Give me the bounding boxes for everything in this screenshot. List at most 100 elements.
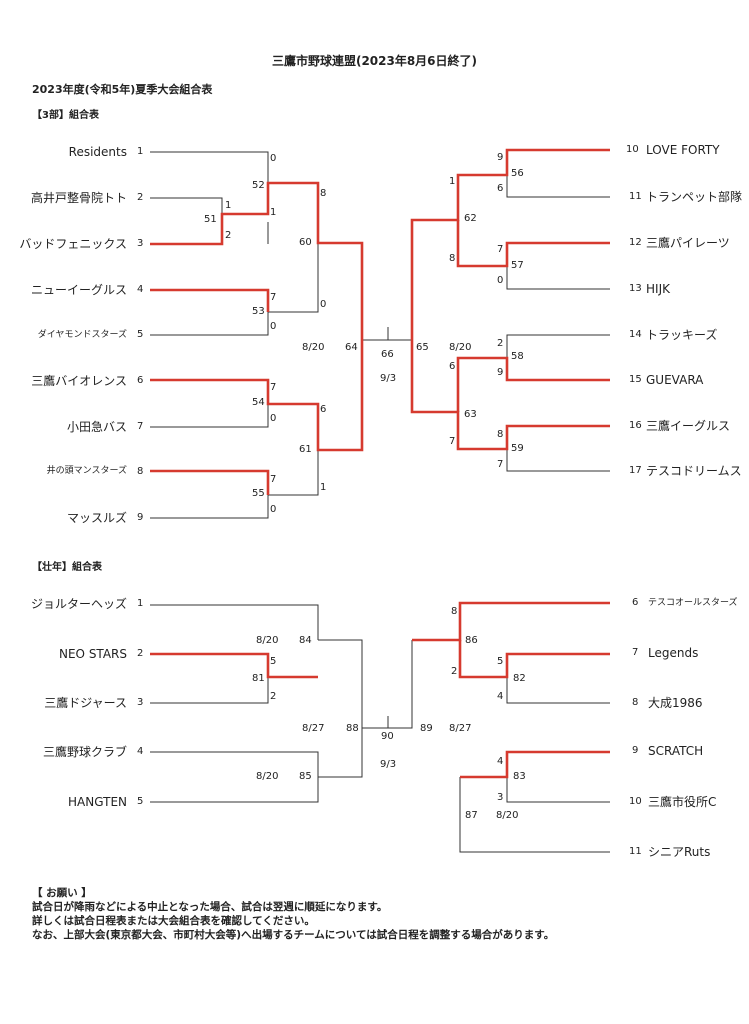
team-name: Residents xyxy=(68,145,127,159)
score: 9 xyxy=(497,152,504,163)
game-number: 51 xyxy=(204,214,217,225)
score: 4 xyxy=(497,756,504,767)
score: 6 xyxy=(497,183,504,194)
team-seed: 3 xyxy=(137,697,144,708)
page-title: 三鷹市野球連盟(2023年8月6日終了) xyxy=(271,54,478,68)
team-name: ダイヤモンドスターズ xyxy=(37,330,127,340)
team-seed: 10 xyxy=(629,796,642,807)
score: 0 xyxy=(270,504,277,515)
team-seed: 6 xyxy=(137,375,144,386)
team-name: ジョルターヘッズ xyxy=(30,597,127,611)
team-name: 三鷹市役所C xyxy=(648,795,717,809)
score: 2 xyxy=(451,666,458,677)
score: 9 xyxy=(497,367,504,378)
team-seed: 4 xyxy=(137,284,144,295)
game-number: 63 xyxy=(464,409,477,420)
score: 6 xyxy=(449,361,456,372)
score: 7 xyxy=(497,459,504,470)
game-number: 89 xyxy=(420,723,433,734)
team-seed: 13 xyxy=(629,283,642,294)
game-number: 56 xyxy=(511,168,524,179)
game-number: 82 xyxy=(513,673,526,684)
team-seed: 5 xyxy=(137,329,144,340)
team-name: GUEVARA xyxy=(646,373,704,387)
score: 7 xyxy=(497,244,504,255)
final-game-number: 90 xyxy=(381,731,394,742)
score: 6 xyxy=(320,404,327,415)
score: 4 xyxy=(497,691,504,702)
team-name: シニアRuts xyxy=(648,845,711,859)
team-seed: 10 xyxy=(626,144,639,155)
team-seed: 7 xyxy=(137,421,144,432)
score: 3 xyxy=(497,792,504,803)
game-number: 85 xyxy=(299,771,312,782)
masters-heading: 【壮年】組合表 xyxy=(32,562,102,573)
team-name: SCRATCH xyxy=(648,744,704,758)
team-seed: 3 xyxy=(137,238,144,249)
notes-line: 詳しくは試合日程表または大会組合表を確認してください。 xyxy=(32,915,315,927)
team-seed: 12 xyxy=(629,237,642,248)
team-name: 小田急バス xyxy=(66,420,127,434)
team-name: 三鷹野球クラブ xyxy=(42,745,127,759)
team-name: ニューイーグルス xyxy=(30,283,127,297)
notes-heading: 【 お願い 】 xyxy=(32,887,92,899)
game-number: 62 xyxy=(464,213,477,224)
score: 2 xyxy=(225,230,232,241)
score: 1 xyxy=(270,207,277,218)
score: 0 xyxy=(497,275,504,286)
team-name: 三鷹イーグルス xyxy=(646,419,731,433)
final-date: 9/3 xyxy=(380,373,397,384)
team-name: マッスルズ xyxy=(66,511,127,525)
game-date: 8/20 xyxy=(256,635,279,646)
game-number: 57 xyxy=(511,260,524,271)
score: 1 xyxy=(225,200,232,211)
score: 1 xyxy=(320,482,327,493)
team-name: 三鷹ドジャース xyxy=(44,696,127,710)
team-name: バッドフェニックス xyxy=(19,237,127,251)
team-seed: 17 xyxy=(629,465,642,476)
team-seed: 1 xyxy=(137,598,144,609)
game-number: 87 xyxy=(465,810,478,821)
team-seed: 6 xyxy=(632,597,639,608)
game-number: 81 xyxy=(252,673,265,684)
team-seed: 1 xyxy=(137,146,144,157)
winner-paths xyxy=(150,148,610,779)
tournament-subtitle: 2023年度(令和5年)夏季大会組合表 xyxy=(32,83,213,96)
game-number: 83 xyxy=(513,771,526,782)
score: 2 xyxy=(497,338,504,349)
team-name: トラッキーズ xyxy=(646,328,718,342)
score: 2 xyxy=(270,691,277,702)
game-date: 8/20 xyxy=(256,771,279,782)
score: 7 xyxy=(270,292,277,303)
team-seed: 5 xyxy=(137,796,144,807)
game-number: 84 xyxy=(299,635,312,646)
team-seed: 16 xyxy=(629,420,642,431)
team-name: 大成1986 xyxy=(648,696,703,710)
team-name: HANGTEN xyxy=(68,795,127,809)
game-number: 58 xyxy=(511,351,524,362)
game-number: 55 xyxy=(252,488,265,499)
score: 0 xyxy=(270,413,277,424)
game-date: 8/20 xyxy=(449,342,472,353)
team-seed: 8 xyxy=(137,466,144,477)
team-seed: 9 xyxy=(137,512,144,523)
score: 8 xyxy=(451,606,458,617)
game-number: 54 xyxy=(252,397,265,408)
team-name: テスコドリームス xyxy=(646,464,742,478)
score: 7 xyxy=(270,474,277,485)
team-name: テスコオールスターズ xyxy=(648,598,738,608)
team-name: 三鷹パイレーツ xyxy=(646,236,730,250)
game-number: 59 xyxy=(511,443,524,454)
game-date: 8/27 xyxy=(302,723,325,734)
team-name: トランペット部隊 xyxy=(646,190,743,204)
score: 8 xyxy=(497,429,504,440)
score: 0 xyxy=(270,153,277,164)
team-seed: 9 xyxy=(632,745,639,756)
score: 7 xyxy=(449,436,456,447)
score: 0 xyxy=(320,299,327,310)
team-seed: 8 xyxy=(632,697,639,708)
notes-line: なお、上部大会(東京都大会、市町村大会等)へ出場するチームについては試合日程を調… xyxy=(32,929,555,941)
game-number: 52 xyxy=(252,180,265,191)
team-name: 三鷹バイオレンス xyxy=(31,374,127,388)
